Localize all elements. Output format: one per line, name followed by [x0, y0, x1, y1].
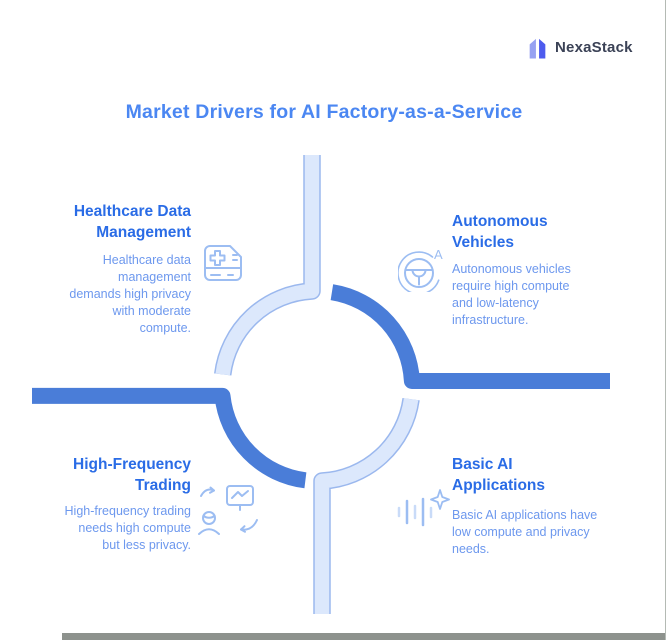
bottom-edge-bar [62, 633, 665, 640]
body-line: infrastructure. [452, 313, 529, 327]
body-line: Basic AI applications have [452, 508, 598, 522]
body-line: with moderate [112, 304, 191, 318]
nexastack-logo-icon [529, 38, 546, 59]
heading-line: High-Frequency [73, 456, 191, 473]
body-line: low compute and privacy [452, 525, 590, 539]
logo-text: NexaStack [555, 39, 633, 56]
heading-line: Healthcare Data [73, 203, 191, 220]
arc-bottom-right [314, 398, 419, 614]
logo: NexaStack [527, 36, 633, 59]
body-line: and low-latency [452, 296, 539, 310]
ai-waveform-sparkle-icon [395, 487, 453, 538]
heading-line: Trading [135, 476, 191, 494]
heading-line: Basic AI [452, 456, 513, 473]
trader-monitor-icon [197, 481, 261, 548]
medical-record-icon [200, 241, 246, 290]
body-line: needs. [452, 542, 490, 556]
heading-line: Applications [452, 476, 546, 494]
steering-wheel-autopilot-icon: A [397, 244, 452, 297]
body-line: Autonomous vehicles [452, 262, 571, 276]
body-line: needs high compute [78, 521, 191, 535]
body-line: require high compute [452, 279, 570, 293]
body-autonomous-vehicles: Autonomous vehicles require high compute… [452, 261, 632, 329]
heading-autonomous-vehicles: Autonomous Vehicles [452, 212, 632, 253]
heading-line: Management [96, 223, 191, 241]
heading-line: Vehicles [452, 233, 515, 251]
autopilot-letter: A [434, 247, 443, 262]
heading-basic-ai-applications: Basic AI Applications [452, 455, 632, 496]
heading-line: Autonomous [452, 213, 548, 230]
body-line: Healthcare data [102, 253, 191, 267]
body-healthcare-data-management: Healthcare data management demands high … [0, 252, 191, 337]
page-title: Market Drivers for AI Factory-as-a-Servi… [125, 101, 523, 123]
arc-top-left [215, 155, 320, 376]
body-line: compute. [139, 321, 191, 335]
body-line: High-frequency trading [64, 504, 191, 518]
heading-healthcare-data-management: Healthcare Data Management [0, 202, 191, 243]
arc-top-right [330, 284, 610, 389]
arc-bottom-left [32, 387, 307, 489]
body-line: but less privacy. [102, 538, 191, 552]
heading-high-frequency-trading: High-Frequency Trading [0, 455, 191, 496]
body-high-frequency-trading: High-frequency trading needs high comput… [0, 503, 191, 554]
body-line: demands high privacy [69, 287, 191, 301]
body-line: management [118, 270, 191, 284]
body-basic-ai-applications: Basic AI applications have low compute a… [452, 507, 642, 558]
